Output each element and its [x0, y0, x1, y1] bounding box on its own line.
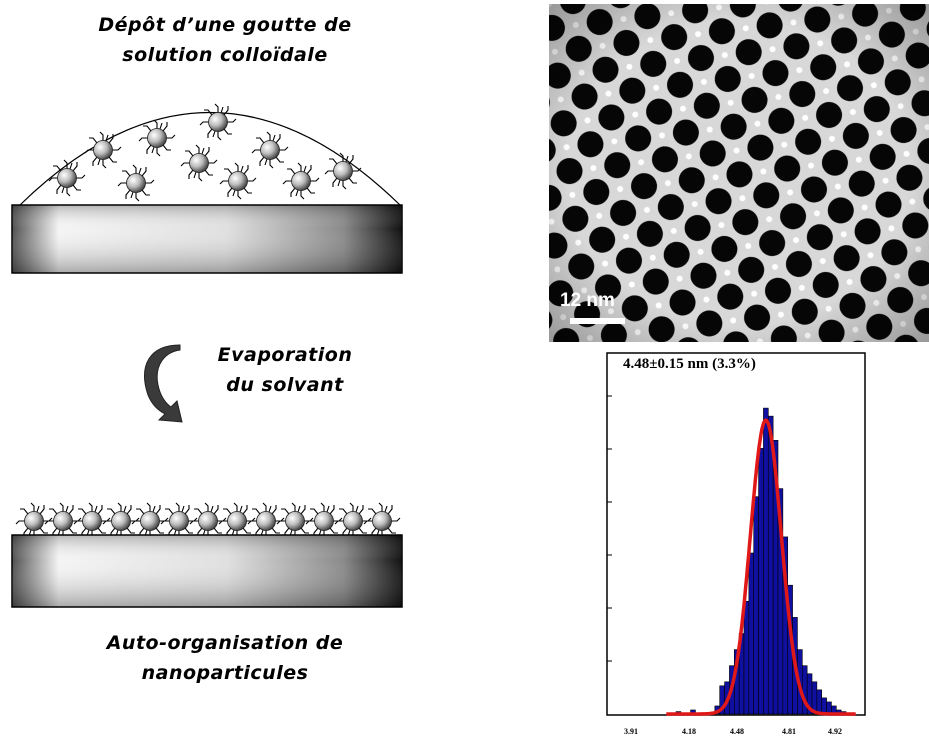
scale-bar-label: 12 nm	[560, 290, 615, 311]
size-histogram	[606, 352, 866, 716]
monolayer-particle	[131, 502, 169, 540]
deposition-diagram	[11, 103, 403, 608]
monolayer-particle	[276, 502, 314, 540]
histogram-bar	[816, 689, 823, 715]
tem-micrograph	[549, 4, 929, 342]
deposit-caption: Dépôt d’une goutte de solution colloïdal…	[98, 14, 352, 66]
monolayer-particle	[102, 502, 140, 540]
monolayer-particle	[247, 502, 285, 540]
histogram-axis-ticks	[607, 395, 612, 662]
substrate-top	[11, 204, 403, 274]
monolayer-particle	[160, 502, 198, 540]
monolayer-particle	[15, 502, 53, 540]
monolayer-particle	[218, 502, 256, 540]
histogram-title: 4.48±0.15 nm (3.3%)	[623, 356, 756, 372]
substrate-bottom	[11, 534, 403, 608]
evaporation-caption: Evaporation du solvant	[217, 344, 353, 396]
nanoparticle-monolayer	[15, 502, 401, 540]
histogram-bar	[821, 697, 827, 715]
histogram-bar	[748, 552, 755, 715]
monolayer-particle	[334, 502, 372, 540]
x-tick-label: 4.92	[828, 727, 842, 736]
scale-bar	[570, 318, 625, 324]
histogram-bars	[675, 407, 847, 715]
monolayer-particle	[189, 502, 227, 540]
evaporation-arrow	[144, 344, 183, 423]
histogram-bar	[753, 496, 759, 715]
gaussian-fit-curve	[666, 418, 856, 716]
nanoparticles-in-solution	[48, 103, 362, 202]
monolayer-particle	[44, 502, 82, 540]
x-tick-label: 4.18	[682, 727, 696, 736]
histogram-bar	[767, 415, 774, 715]
x-tick-label: 4.81	[782, 727, 796, 736]
x-tick-label: 4.48	[730, 727, 744, 736]
histogram-bar	[743, 601, 750, 715]
monolayer-particle	[305, 502, 343, 540]
histogram-bar	[758, 448, 764, 715]
monolayer-particle	[73, 502, 111, 540]
histogram-bar	[763, 407, 769, 715]
self-assembly-caption: Auto-organisation de nanoparticules	[106, 632, 344, 684]
x-tick-label: 3.91	[624, 727, 638, 736]
monolayer-particle	[363, 502, 401, 540]
